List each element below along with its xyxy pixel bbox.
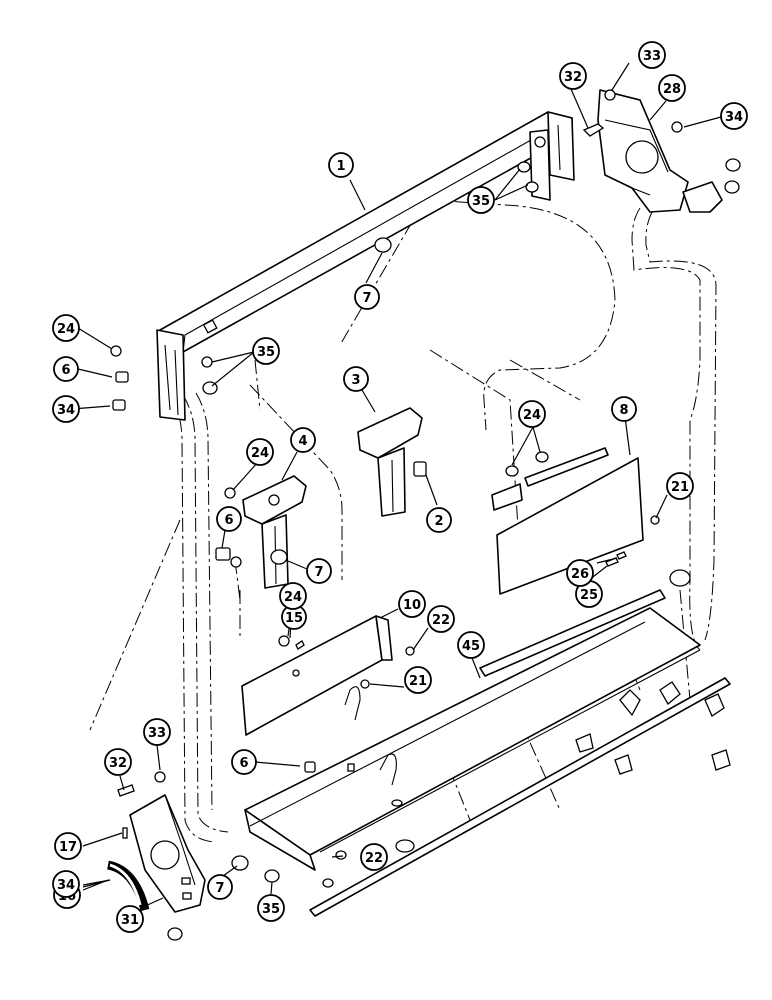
svg-text:7: 7 bbox=[314, 565, 323, 580]
callout-7: 7 bbox=[354, 284, 380, 310]
svg-text:22: 22 bbox=[432, 613, 450, 628]
svg-text:34: 34 bbox=[57, 878, 75, 893]
callout-24: 24 bbox=[246, 438, 274, 466]
callout-6: 6 bbox=[53, 356, 79, 382]
center-bracket bbox=[357, 407, 427, 517]
callout-21: 21 bbox=[666, 472, 694, 500]
svg-text:24: 24 bbox=[523, 408, 541, 423]
right-side-bracket bbox=[582, 89, 741, 213]
svg-text:10: 10 bbox=[403, 598, 421, 613]
callout-22: 22 bbox=[427, 605, 455, 633]
callout-7: 7 bbox=[207, 874, 233, 900]
svg-text:24: 24 bbox=[284, 590, 302, 605]
callout-21: 21 bbox=[404, 666, 432, 694]
callout-32: 32 bbox=[104, 748, 132, 776]
lower-tray bbox=[244, 569, 731, 917]
svg-text:45: 45 bbox=[462, 639, 480, 654]
callout-28: 28 bbox=[658, 74, 686, 102]
left-lower-bracket bbox=[106, 771, 206, 941]
svg-text:32: 32 bbox=[109, 756, 127, 771]
callout-35: 35 bbox=[257, 894, 285, 922]
callout-6: 6 bbox=[216, 506, 242, 532]
callout-34: 34 bbox=[52, 395, 80, 423]
svg-text:6: 6 bbox=[239, 756, 248, 771]
svg-text:31: 31 bbox=[121, 913, 139, 928]
callout-24: 24 bbox=[518, 400, 546, 428]
svg-text:34: 34 bbox=[57, 403, 75, 418]
svg-text:6: 6 bbox=[224, 513, 233, 528]
callout-31: 31 bbox=[116, 905, 144, 933]
left-shield-panel bbox=[241, 615, 415, 736]
callouts: 1 2 3 4 6 6 6 7 7 7 8 10 15 16 17 21 21 … bbox=[52, 41, 748, 933]
svg-text:15: 15 bbox=[285, 611, 303, 626]
svg-text:7: 7 bbox=[215, 881, 224, 896]
callout-34: 34 bbox=[52, 870, 80, 898]
callout-4: 4 bbox=[290, 427, 316, 453]
callout-8: 8 bbox=[611, 396, 637, 422]
svg-text:25: 25 bbox=[580, 588, 598, 603]
svg-text:21: 21 bbox=[671, 480, 689, 495]
svg-text:35: 35 bbox=[262, 902, 280, 917]
callout-33: 33 bbox=[638, 41, 666, 69]
svg-text:35: 35 bbox=[472, 194, 490, 209]
svg-text:35: 35 bbox=[257, 345, 275, 360]
svg-text:32: 32 bbox=[564, 70, 582, 85]
callout-10: 10 bbox=[398, 590, 426, 618]
right-shield-panel bbox=[491, 447, 660, 595]
callout-15: 15 bbox=[281, 604, 307, 630]
callout-26: 26 bbox=[566, 559, 594, 587]
svg-text:33: 33 bbox=[148, 726, 166, 741]
callout-1: 1 bbox=[328, 152, 354, 178]
callout-3: 3 bbox=[343, 366, 369, 392]
callout-17: 17 bbox=[54, 832, 82, 860]
callout-24: 24 bbox=[52, 314, 80, 342]
svg-text:3: 3 bbox=[351, 373, 360, 388]
callout-45: 45 bbox=[457, 631, 485, 659]
svg-text:17: 17 bbox=[59, 840, 77, 855]
svg-text:7: 7 bbox=[362, 291, 371, 306]
callout-24: 24 bbox=[279, 582, 307, 610]
svg-text:21: 21 bbox=[409, 674, 427, 689]
left-bracket bbox=[215, 475, 307, 589]
callout-6: 6 bbox=[231, 749, 257, 775]
callout-32: 32 bbox=[559, 62, 587, 90]
svg-text:8: 8 bbox=[619, 403, 628, 418]
svg-text:26: 26 bbox=[571, 567, 589, 582]
callout-34: 34 bbox=[720, 102, 748, 130]
svg-text:2: 2 bbox=[434, 514, 443, 529]
svg-text:4: 4 bbox=[298, 434, 307, 449]
leader-lines bbox=[71, 62, 722, 908]
callout-35: 35 bbox=[252, 337, 280, 365]
callout-22: 22 bbox=[360, 843, 388, 871]
callout-33: 33 bbox=[143, 718, 171, 746]
svg-text:34: 34 bbox=[725, 110, 743, 125]
svg-text:33: 33 bbox=[643, 49, 661, 64]
callout-35: 35 bbox=[467, 186, 495, 214]
svg-text:24: 24 bbox=[57, 322, 75, 337]
svg-text:24: 24 bbox=[251, 446, 269, 461]
svg-text:22: 22 bbox=[365, 851, 383, 866]
svg-text:1: 1 bbox=[336, 159, 345, 174]
top-crossmember bbox=[156, 111, 575, 421]
svg-text:6: 6 bbox=[61, 363, 70, 378]
svg-text:28: 28 bbox=[663, 82, 681, 97]
callout-7: 7 bbox=[306, 558, 332, 584]
callout-2: 2 bbox=[426, 507, 452, 533]
